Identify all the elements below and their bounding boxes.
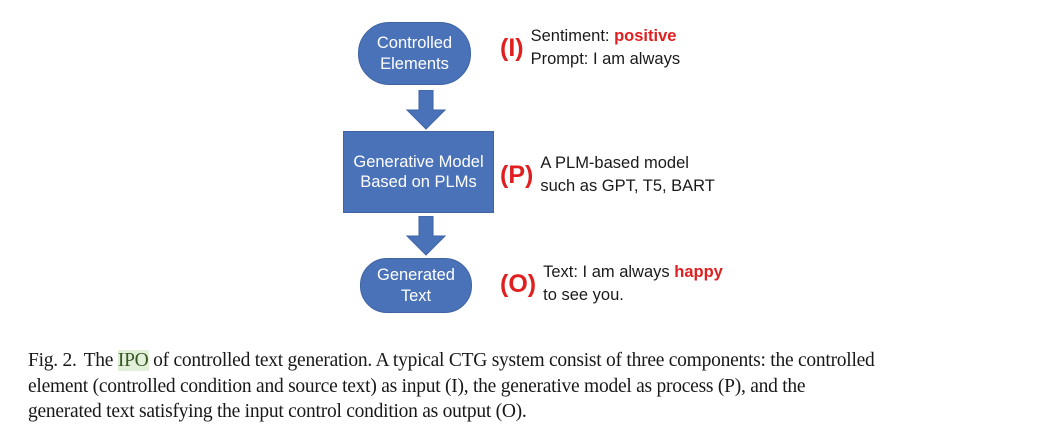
node-generated-text-line2: Text	[400, 286, 432, 305]
node-generated-text-line1: Generated	[377, 266, 455, 285]
node-generative-model-line1: Generative Model	[353, 152, 484, 171]
annotation-input-marker: (I)	[500, 33, 524, 62]
caption-line-1: Fig. 2. The IPO of controlled text genera…	[28, 348, 1028, 374]
node-generated-text-label: Generated Text	[377, 265, 455, 305]
node-generative-model-label: Generative Model Based on PLMs	[353, 152, 483, 192]
node-generated-text: Generated Text	[360, 258, 472, 313]
node-controlled-elements-label: Controlled Elements	[377, 33, 452, 73]
node-controlled-elements-line1: Controlled	[376, 34, 453, 53]
node-controlled-elements-line2: Elements	[380, 54, 449, 73]
caption-line-3: generated text satisfying the input cont…	[28, 401, 527, 422]
annotation-process-line1: A PLM-based model	[540, 154, 689, 172]
arrow-down-icon	[404, 90, 448, 130]
arrow-down-icon	[404, 216, 448, 256]
caption-highlight-ipo: IPO	[117, 350, 149, 371]
annotation-output-line2: to see you.	[543, 286, 624, 305]
caption-figure-number: Fig. 2.	[28, 350, 77, 371]
node-generative-model-line2: Based on PLMs	[360, 173, 477, 191]
annotation-input-line2: Prompt: I am always	[530, 50, 681, 69]
figure-caption: Fig. 2. The IPO of controlled text genera…	[28, 348, 1028, 425]
annotation-output-text: Text: I am always happy to see you.	[543, 261, 723, 308]
annotation-input-line1: Sentiment: positive	[531, 25, 680, 48]
annotation-process-marker: (P)	[500, 160, 534, 189]
caption-line1-after-highlight: of controlled text generation. A typical…	[148, 350, 875, 371]
annotation-input-line1-prefix: Sentiment:	[530, 27, 615, 45]
caption-line1-before-highlight: The	[83, 350, 118, 371]
annotation-output: (O) Text: I am always happy to see you.	[500, 261, 723, 308]
annotation-process: (P) A PLM-based model such as GPT, T5, B…	[500, 152, 715, 199]
annotation-output-line1-prefix: Text: I am always	[543, 263, 675, 281]
annotation-input: (I) Sentiment: positive Prompt: I am alw…	[500, 25, 680, 72]
annotation-output-marker: (O)	[500, 269, 537, 298]
annotation-output-line1-highlight: happy	[674, 263, 723, 281]
annotation-output-line1: Text: I am always happy	[543, 261, 723, 284]
annotation-input-text: Sentiment: positive Prompt: I am always	[531, 25, 680, 72]
annotation-process-line2: such as GPT, T5, BART	[540, 177, 715, 196]
figure-diagram: Controlled Elements Generative Model Bas…	[343, 22, 723, 313]
annotation-input-line1-highlight: positive	[614, 27, 677, 45]
caption-line-2: element (controlled condition and source…	[28, 375, 806, 397]
annotation-process-text: A PLM-based model such as GPT, T5, BART	[540, 152, 715, 199]
node-controlled-elements: Controlled Elements	[358, 22, 471, 85]
node-generative-model: Generative Model Based on PLMs	[343, 131, 494, 213]
